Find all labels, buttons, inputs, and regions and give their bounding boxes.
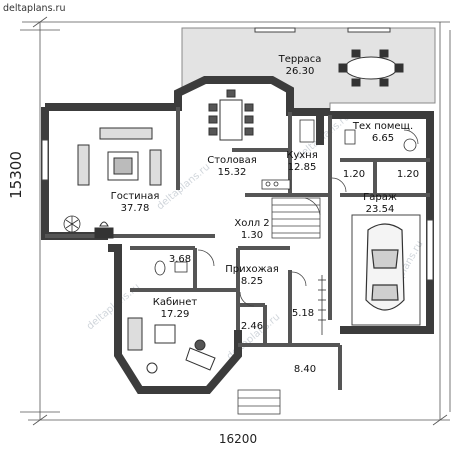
room-area-tech: 6.65 — [372, 133, 394, 144]
room-area-entry: 8.25 — [241, 276, 263, 287]
room-area-living: 37.78 — [121, 203, 150, 214]
room-area-terrace: 26.30 — [286, 66, 315, 77]
terrace-table-icon — [338, 49, 404, 87]
area-small-2: 1.20 — [397, 169, 419, 180]
garage-door — [351, 214, 421, 326]
sofa-set-icon — [77, 127, 162, 186]
area-wardrobe: 5.18 — [292, 308, 314, 319]
room-name-living: Гостиная — [111, 191, 160, 202]
area-small-1: 1.20 — [343, 169, 365, 180]
room-name-hall: Холл 2 — [234, 218, 269, 229]
area-closet: 2.46 — [241, 321, 263, 332]
room-name-terrace: Терраса — [278, 54, 322, 65]
plant-icon — [63, 215, 81, 233]
wardrobe-rails — [318, 275, 326, 335]
room-name-kitchen: Кухня — [286, 150, 318, 161]
area-porch: 8.40 — [294, 364, 316, 375]
room-area-dining: 15.32 — [218, 167, 247, 178]
room-area-kitchen: 12.85 — [288, 162, 317, 173]
stairs — [271, 197, 321, 239]
inner-walls — [45, 107, 430, 390]
area-bath: 3.68 — [169, 254, 191, 265]
brand-label: deltaplans.ru — [3, 3, 65, 14]
room-name-tech: Тех помещ. — [352, 121, 413, 132]
room-area-office: 17.29 — [161, 309, 190, 320]
kitchen-fixtures — [261, 119, 315, 190]
watermark-text: deltaplans.ru — [155, 162, 212, 213]
dimension-lines — [20, 16, 451, 426]
bath-fixtures — [154, 260, 188, 276]
room-name-entry: Прихожая — [225, 264, 279, 275]
room-name-garage: Гараж — [363, 192, 397, 203]
fireplace-icon — [94, 221, 114, 239]
room-area-hall: 1.30 — [241, 230, 263, 241]
entrance-steps — [237, 389, 281, 415]
dimension-height: 15300 — [7, 151, 25, 199]
windows — [41, 27, 434, 281]
doors — [197, 129, 419, 307]
room-area-garage: 23.54 — [366, 204, 395, 215]
dining-table-icon — [208, 89, 254, 141]
dimension-width: 16200 — [219, 432, 257, 446]
room-name-office: Кабинет — [153, 297, 198, 308]
office-furniture-icon — [127, 317, 216, 374]
room-name-dining: Столовая — [207, 155, 256, 166]
tech-fixtures — [344, 129, 417, 152]
car-icon — [365, 223, 405, 311]
